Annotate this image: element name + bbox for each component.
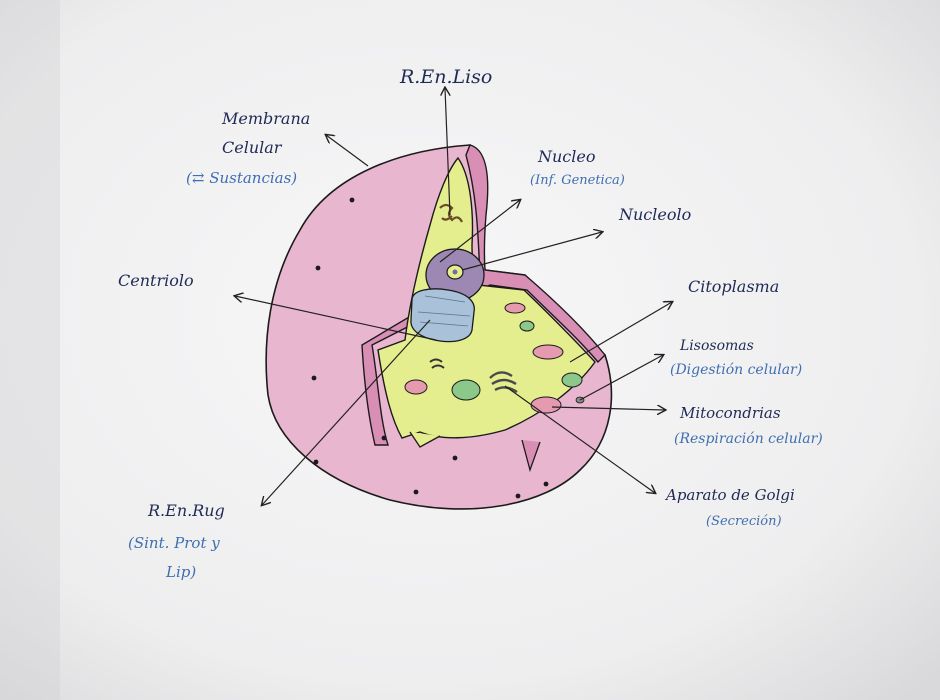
- label-membrana-note: (⇄ Sustancias): [186, 169, 297, 187]
- label-lisosomas: Lisosomas: [679, 338, 754, 354]
- mitochondrion-1: [451, 379, 481, 401]
- pointer-citoplasma: [569, 302, 672, 363]
- label-re-rug-note-1: (Sint. Prot y: [128, 534, 220, 552]
- centriole: [410, 288, 475, 343]
- pointer-centriolo: [235, 296, 437, 341]
- pointer-re-rug: [262, 319, 431, 505]
- pointer-re-liso: [445, 88, 451, 216]
- cell-membrane-rim: [361, 144, 606, 446]
- label-membrana-1: Membrana: [221, 109, 310, 128]
- cut-notch-right: [521, 439, 541, 473]
- pointer-lines: [235, 88, 672, 505]
- label-mitocondrias: Mitocondrias: [679, 404, 781, 422]
- label-re-rug: R.En.Rug: [147, 501, 225, 520]
- pointer-nucleo: [439, 200, 520, 263]
- membrane-dots: [311, 197, 549, 499]
- label-nucleo-note: (Inf. Genetica): [530, 173, 625, 188]
- label-nucleo: Nucleo: [537, 147, 595, 166]
- rough-er: [429, 358, 445, 369]
- lysosome-4: [530, 396, 562, 414]
- pointer-membrana: [326, 135, 369, 167]
- lysosome-1: [504, 302, 526, 314]
- label-nucleolo: Nucleolo: [618, 205, 691, 224]
- label-golgi: Aparato de Golgi: [664, 486, 795, 504]
- label-mitocondrias-note: (Respiración celular): [674, 431, 823, 447]
- lysosome-3: [404, 379, 428, 395]
- mitochondrion-2: [561, 372, 583, 388]
- pointer-lisosomas: [579, 355, 663, 401]
- label-re-rug-note-2: Lip): [165, 563, 196, 581]
- label-citoplasma: Citoplasma: [688, 277, 779, 296]
- pointer-nucleolo: [461, 232, 602, 271]
- cut-notch-left: [409, 431, 441, 448]
- mitochondrion-3: [519, 320, 535, 332]
- label-lisosomas-note: (Digestión celular): [670, 362, 802, 378]
- golgi-apparatus: [489, 371, 518, 394]
- pointer-mitocondrias: [551, 407, 665, 410]
- label-re-liso: R.En.Liso: [399, 66, 492, 88]
- lysosome-2: [532, 344, 564, 360]
- label-membrana-2: Celular: [222, 138, 283, 157]
- smooth-er: [439, 203, 463, 223]
- label-centriolo: Centriolo: [118, 271, 194, 290]
- label-golgi-note: (Secreción): [706, 514, 782, 529]
- paper-shadow-edge: [0, 0, 60, 700]
- nucleolus-core: [452, 269, 458, 275]
- pointer-golgi: [504, 385, 655, 493]
